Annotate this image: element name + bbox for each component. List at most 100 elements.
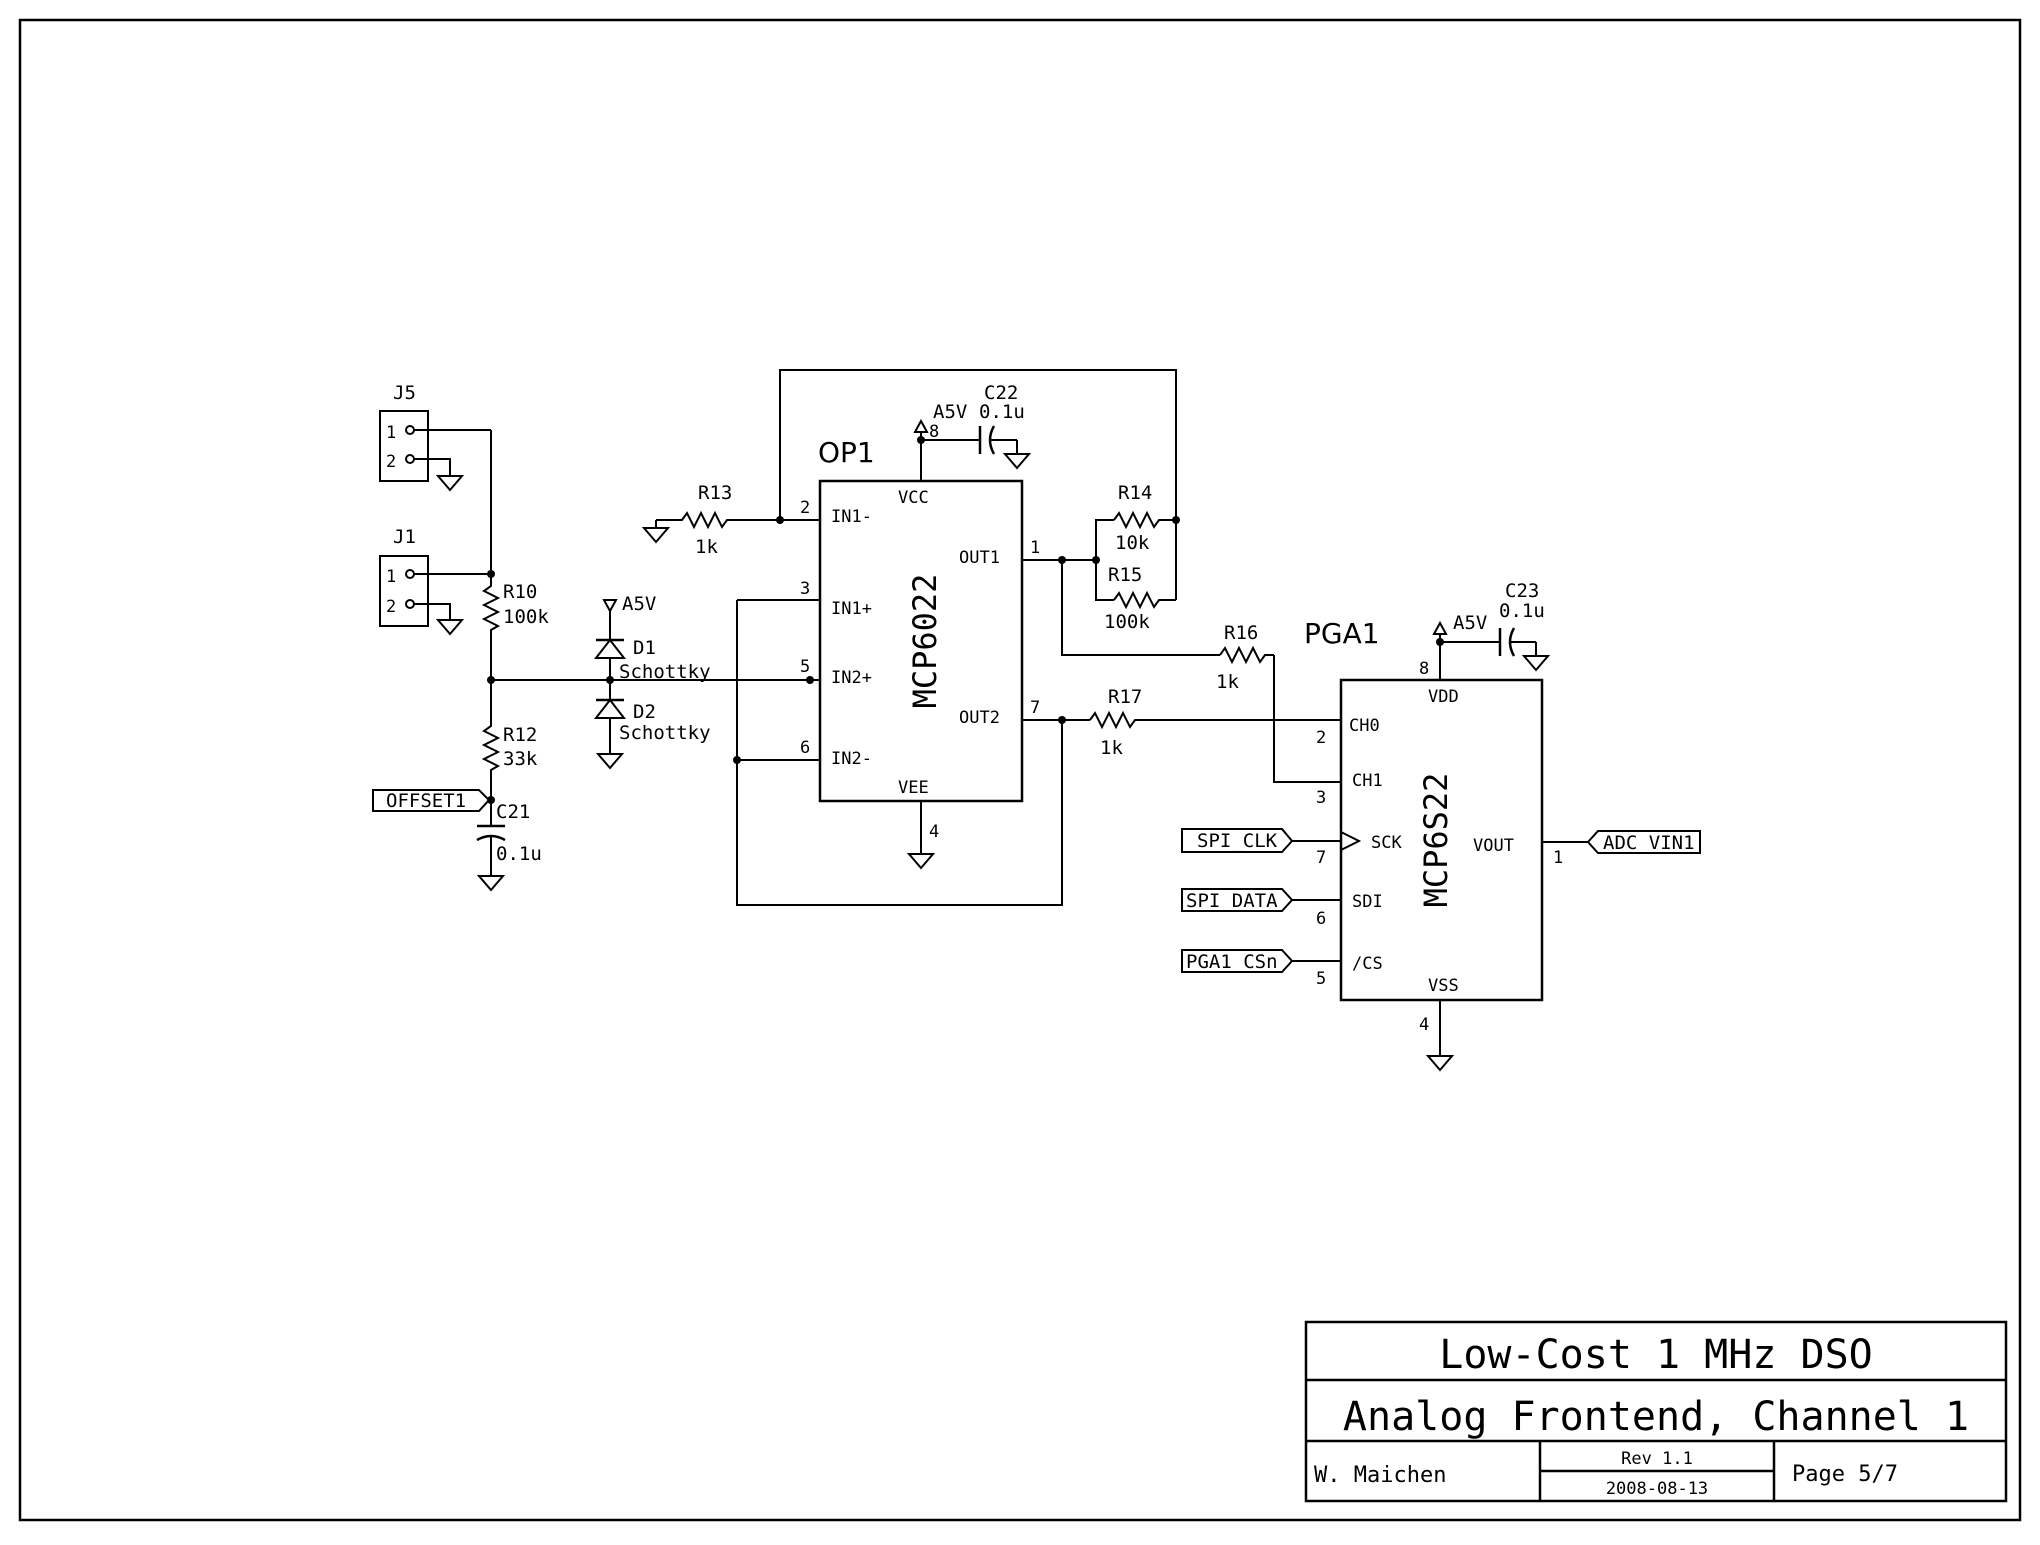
spi-data-text: SPI_DATA xyxy=(1186,890,1278,912)
op1-in2m-num: 6 xyxy=(800,738,810,758)
r13-ref: R13 xyxy=(698,482,732,504)
ground-symbol xyxy=(1521,655,1551,672)
pga1-vdd-name: VDD xyxy=(1428,687,1459,707)
resistor-r12: R12 33k xyxy=(481,680,538,800)
c23-value: 0.1u xyxy=(1499,600,1545,622)
title-block-sheet-title: Analog Frontend, Channel 1 xyxy=(1343,1394,1969,1440)
j1-ref: J1 xyxy=(393,526,416,548)
feedback-wire xyxy=(736,600,1063,906)
capacitor-c23: A5V C23 0.1u xyxy=(1432,580,1551,680)
pga1-vdd-num: 8 xyxy=(1419,659,1429,679)
pga1-csn-text: PGA1_CSn xyxy=(1186,951,1278,973)
c21-ref: C21 xyxy=(496,801,530,823)
pga1-part: MCP6S22 xyxy=(1417,773,1455,908)
net-label-offset1: OFFSET1 xyxy=(372,789,491,812)
op1-in2p-name: IN2+ xyxy=(831,668,872,688)
adc-vin1-text: ADC_VIN1 xyxy=(1603,832,1695,854)
op1-out2-num: 7 xyxy=(1030,698,1040,718)
d2-ref: D2 xyxy=(633,701,656,723)
pga1-ch1-num: 3 xyxy=(1316,788,1326,808)
pga1-sck-num: 7 xyxy=(1316,848,1326,868)
pga1-cs-name: /CS xyxy=(1352,954,1383,974)
r10-value: 100k xyxy=(503,606,549,628)
net-label-spi-data: SPI_DATA xyxy=(1181,888,1341,912)
c23-supply: A5V xyxy=(1453,612,1487,634)
ground-symbol xyxy=(1002,453,1032,470)
title-block: Low-Cost 1 MHz DSO Analog Frontend, Chan… xyxy=(1304,1320,2008,1503)
pga1-sdi-name: SDI xyxy=(1352,892,1383,912)
op1-in1p-num: 3 xyxy=(800,579,810,599)
ground-symbol xyxy=(641,527,671,544)
op1-out1-name: OUT1 xyxy=(959,548,1000,568)
d2-value: Schottky xyxy=(619,722,711,744)
c22-value: 0.1u xyxy=(979,401,1025,423)
r17-value: 1k xyxy=(1100,737,1123,759)
op1-in1m-num: 2 xyxy=(800,498,810,518)
pga1-cs-num: 5 xyxy=(1316,969,1326,989)
net-label-adc-vin1: ADC_VIN1 xyxy=(1542,830,1701,854)
connector-j1: J1 1 2 xyxy=(379,526,491,636)
ground-symbol xyxy=(435,475,465,492)
r17-ref: R17 xyxy=(1108,686,1142,708)
resistor-r13: R13 1k xyxy=(641,482,780,558)
op1-vee-name: VEE xyxy=(898,778,929,798)
c23-ref: C23 xyxy=(1505,580,1539,602)
j1-pin2-num: 2 xyxy=(386,597,396,617)
pga1-sdi-num: 6 xyxy=(1316,909,1326,929)
opamp-op1: OP1 MCP6022 VCC VEE IN1- IN1+ IN2+ IN2- … xyxy=(800,422,1040,842)
op1-part: MCP6022 xyxy=(906,574,944,709)
feedback-wire xyxy=(779,369,1177,520)
r10-ref: R10 xyxy=(503,581,537,603)
r12-ref: R12 xyxy=(503,724,537,746)
ground-symbol xyxy=(435,619,465,636)
r12-value: 33k xyxy=(503,748,538,770)
op1-vee-num: 4 xyxy=(929,822,939,842)
pga1-vss-name: VSS xyxy=(1428,976,1459,996)
r15-value: 100k xyxy=(1104,611,1150,633)
pga1-ch1-name: CH1 xyxy=(1352,771,1383,791)
op1-vcc-name: VCC xyxy=(898,488,929,508)
diode-d1: A5V D1 Schottky xyxy=(593,593,711,683)
title-block-page: Page 5/7 xyxy=(1792,1462,1898,1487)
r13-value: 1k xyxy=(695,536,718,558)
title-block-revision: Rev 1.1 xyxy=(1621,1449,1693,1469)
clock-input-marker xyxy=(1340,831,1362,851)
op1-in2p-num: 5 xyxy=(800,657,810,677)
pga1-ref: PGA1 xyxy=(1304,617,1380,650)
op1-out2-name: OUT2 xyxy=(959,708,1000,728)
c21-value: 0.1u xyxy=(496,843,542,865)
diode-d2: D2 Schottky xyxy=(593,680,711,770)
sheet-border xyxy=(18,18,2022,1522)
resistor-r10: R10 100k xyxy=(481,580,549,680)
title-block-author: W. Maichen xyxy=(1314,1463,1446,1488)
net-label-pga1-csn: PGA1_CSn xyxy=(1181,949,1341,973)
title-block-project: Low-Cost 1 MHz DSO xyxy=(1439,1332,1872,1378)
spi-clk-text: SPI_CLK xyxy=(1197,830,1278,852)
r14-ref: R14 xyxy=(1118,482,1152,504)
c22-ref: C22 xyxy=(984,382,1018,404)
resistor-r14: R14 10k xyxy=(1113,482,1176,554)
capacitor-c21: C21 0.1u xyxy=(476,800,542,892)
pga1-vss-num: 4 xyxy=(1419,1015,1429,1035)
op1-in1m-name: IN1- xyxy=(831,507,872,527)
r14-value: 10k xyxy=(1115,532,1150,554)
resistor-r16: R16 1k xyxy=(1216,622,1274,693)
ground-symbol xyxy=(595,753,625,770)
c22-supply: A5V xyxy=(933,401,967,423)
j5-pin1-num: 1 xyxy=(386,423,396,443)
r16-ref: R16 xyxy=(1224,622,1258,644)
pga1-sck-name: SCK xyxy=(1371,833,1402,853)
d1-supply: A5V xyxy=(622,593,656,615)
ground-symbol xyxy=(1425,1055,1455,1072)
d1-ref: D1 xyxy=(633,637,656,659)
pga1-vout-name: VOUT xyxy=(1473,836,1514,856)
ground-symbol xyxy=(476,875,506,892)
r15-ref: R15 xyxy=(1108,564,1142,586)
capacitor-c22: A5V C22 0.1u xyxy=(913,382,1032,481)
resistor-r15: R15 100k xyxy=(1104,564,1176,633)
resistor-r17: R17 1k xyxy=(1089,686,1341,759)
d1-value: Schottky xyxy=(619,661,711,683)
j5-ref: J5 xyxy=(393,382,416,404)
r16-value: 1k xyxy=(1216,671,1239,693)
